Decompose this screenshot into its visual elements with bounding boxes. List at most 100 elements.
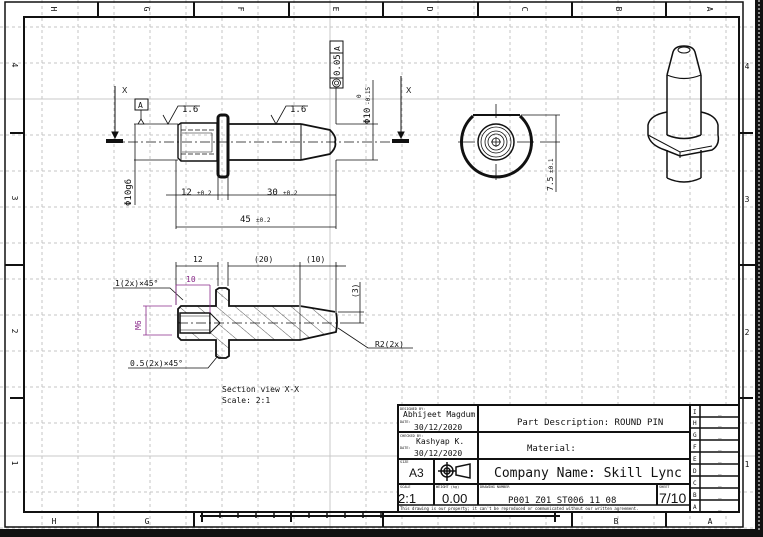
- zone-col-label: G: [145, 517, 150, 526]
- title-block-text: DESIGNED BY: Abhijeet Magdum DATE: 30/12…: [398, 407, 722, 511]
- rev-value: _: [718, 456, 722, 463]
- scale-value: 2:1: [398, 491, 416, 506]
- section-marker-left: X: [122, 86, 128, 95]
- rev-letter: E: [693, 456, 697, 463]
- zone-row-label: 4: [10, 63, 19, 68]
- diameter-left: Φ10g6: [124, 179, 134, 206]
- weight-label: WEIGHT (kg): [436, 485, 459, 489]
- rev-letter: I: [693, 409, 697, 416]
- front-view-annotations: X X A 1.6 1.6 Φ10g6 Φ10 0 -0.15 0.05 A 1…: [122, 46, 412, 225]
- zone-col-label: D: [425, 7, 434, 12]
- zone-col-label: A: [705, 7, 714, 12]
- section-view: [113, 262, 413, 369]
- third-angle-projection-icon: [438, 462, 471, 481]
- zone-row-label: 1: [745, 460, 750, 469]
- section-dim-10b: (10): [306, 255, 325, 264]
- zone-row-label: 2: [745, 328, 750, 337]
- sheet-number: 7/10: [659, 490, 686, 506]
- section-marker-right: X: [406, 86, 412, 95]
- drawing-number-label: DRAWING NUMBER: [480, 485, 510, 489]
- drawing-number: P001 Z01 ST006 11 08: [508, 496, 616, 506]
- dim-30-tol: ±0.2: [283, 190, 298, 197]
- section-dim-10: 10: [186, 275, 196, 284]
- designed-date: 30/12/2020: [414, 423, 462, 432]
- section-dim-3: (3): [351, 284, 360, 298]
- diameter-right: Φ10: [363, 108, 373, 124]
- rev-letter: C: [693, 480, 697, 487]
- part-description: Part Description: ROUND PIN: [517, 418, 663, 428]
- section-dim-20: (20): [254, 255, 273, 264]
- sheet-size: A3: [409, 466, 424, 480]
- dim-12: 12: [181, 188, 192, 198]
- section-dim-12: 12: [193, 255, 203, 264]
- rev-value: _: [718, 504, 722, 511]
- designed-date-label: DATE:: [400, 420, 411, 424]
- end-view: [458, 104, 560, 192]
- zone-row-label: 1: [10, 461, 19, 466]
- front-view: [106, 40, 409, 229]
- diameter-right-tol-lower: -0.15: [365, 87, 372, 105]
- diameter-right-tol-upper: 0: [356, 94, 363, 98]
- zone-row-label: 2: [10, 329, 19, 334]
- dim-45-tol: ±0.2: [256, 217, 271, 224]
- rev-letter: A: [693, 504, 697, 511]
- datum-label: A: [138, 101, 143, 110]
- roughness-right: 1.6: [290, 105, 306, 115]
- rev-value: _: [718, 444, 722, 451]
- radius-note: R2(2x): [375, 340, 404, 349]
- geo-tol-value: 0.05: [333, 54, 343, 76]
- sheet-label: SHEET: [659, 485, 670, 489]
- rev-value: _: [718, 409, 722, 416]
- zone-row-label: 3: [10, 196, 19, 201]
- zone-col-label: B: [614, 517, 619, 526]
- dim-12-tol: ±0.2: [197, 190, 212, 197]
- zone-col-label: A: [708, 517, 713, 526]
- weight-value: 0.00: [442, 491, 467, 506]
- end-view-dim-height: 7.5: [546, 176, 555, 191]
- designed-by-label: DESIGNED BY:: [400, 407, 425, 411]
- roughness-left: 1.6: [182, 105, 198, 115]
- rev-value: _: [718, 468, 722, 475]
- zone-col-label: E: [331, 7, 340, 12]
- dim-30: 30: [267, 188, 278, 198]
- material: Material:: [527, 444, 576, 454]
- rev-value: _: [718, 432, 722, 439]
- section-view-annotations: 12 10 (20) (10) (3) 1(2x)×45° 0.5(2x)×45…: [115, 255, 404, 405]
- end-view-dim-tol: ±0.1: [548, 158, 555, 173]
- geo-tol-datum: A: [333, 46, 342, 51]
- section-caption: Section view X-X: [222, 385, 299, 394]
- company-name: Company Name: Skill Lync: [494, 466, 682, 481]
- title-block: [397, 404, 740, 513]
- zone-row-label: 3: [745, 195, 750, 204]
- section-annotations-m6: [143, 284, 211, 336]
- zone-col-label: H: [49, 7, 58, 12]
- checked-date-label: DATE:: [400, 446, 411, 450]
- thread-note: M6: [134, 320, 143, 330]
- checked-by: Kashyap K.: [416, 437, 464, 446]
- rev-value: _: [718, 480, 722, 487]
- rev-letter: H: [693, 420, 697, 427]
- zone-col-label: G: [142, 7, 151, 12]
- zone-col-label: C: [520, 7, 529, 12]
- rev-value: _: [718, 420, 722, 427]
- size-label: SIZE: [400, 460, 408, 464]
- checked-date: 30/12/2020: [414, 449, 462, 458]
- zone-col-label: H: [52, 517, 57, 526]
- dim-45: 45: [240, 215, 251, 225]
- zone-col-label: B: [614, 7, 623, 12]
- chamfer-top-note: 1(2x)×45°: [115, 279, 158, 288]
- zone-row-label: 4: [745, 62, 750, 71]
- rev-letter: D: [693, 468, 697, 475]
- chamfer-bottom-note: 0.5(2x)×45°: [130, 359, 183, 368]
- section-scale: Scale: 2:1: [222, 396, 270, 405]
- rev-letter: G: [693, 432, 697, 439]
- isometric-view: [647, 45, 720, 183]
- rev-letter: F: [693, 444, 697, 451]
- rev-value: _: [718, 492, 722, 499]
- rev-letter: B: [693, 492, 697, 499]
- zone-col-label: F: [236, 7, 245, 12]
- disclaimer: This drawing is our property; it can't b…: [400, 506, 638, 511]
- designed-by: Abhijeet Magdum: [403, 410, 475, 419]
